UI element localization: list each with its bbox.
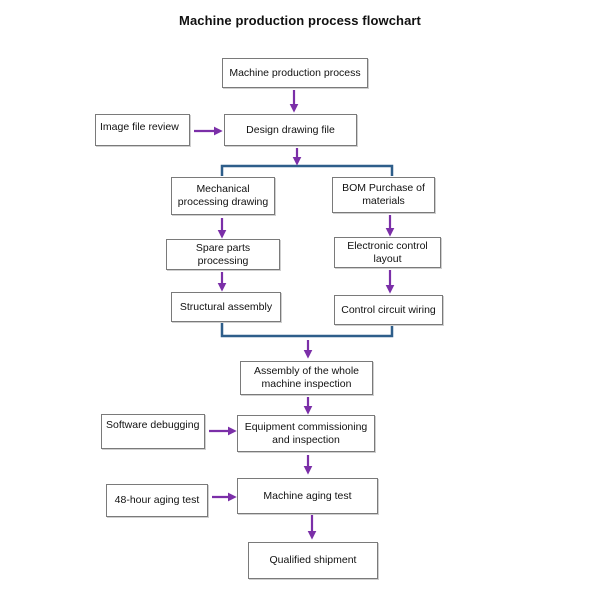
split-bracket (220, 164, 394, 176)
node-bom: BOM Purchase of materials (332, 177, 435, 213)
node-start: Machine production process (222, 58, 368, 88)
diagram-title: Machine production process flowchart (179, 13, 421, 28)
node-assembly-inspection: Assembly of the whole machine inspection (240, 361, 373, 395)
node-spare-parts: Spare parts processing (166, 239, 280, 270)
node-wiring: Control circuit wiring (334, 295, 443, 325)
merge-bracket (220, 322, 394, 338)
node-structural: Structural assembly (171, 292, 281, 322)
node-software-debug: Software debugging (101, 414, 205, 449)
node-shipment: Qualified shipment (248, 542, 378, 579)
node-aging-test: Machine aging test (237, 478, 378, 514)
node-image-review: Image file review (95, 114, 190, 146)
node-commissioning: Equipment commissioning and inspection (237, 415, 375, 452)
node-design: Design drawing file (224, 114, 357, 146)
node-aging-48: 48-hour aging test (106, 484, 208, 517)
node-mech-drawing: Mechanical processing drawing (171, 177, 275, 215)
node-electronic-layout: Electronic control layout (334, 237, 441, 268)
